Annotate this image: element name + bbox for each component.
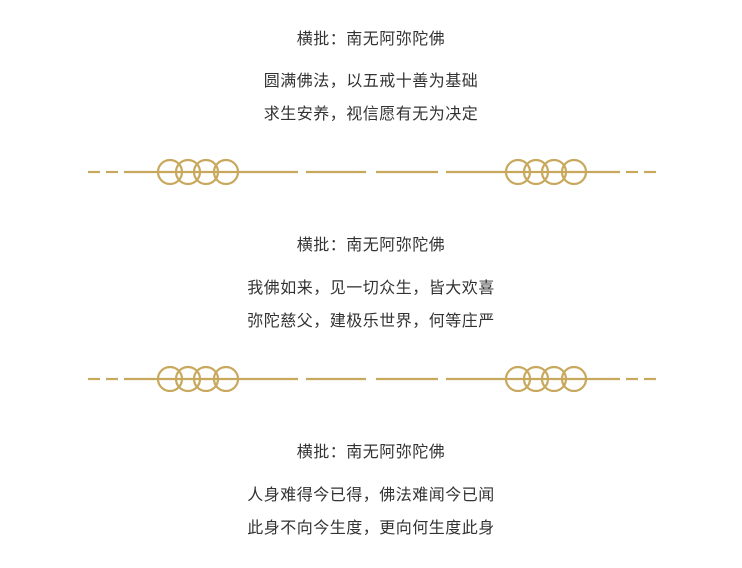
ornamental-divider-2: [84, 362, 660, 396]
ornament-rings-divider-icon: [88, 158, 656, 186]
ornament-rings-divider-icon: [88, 365, 656, 393]
section-1-line-2: 求生安养，视信愿有无为决定: [263, 104, 479, 123]
section-1-line-1: 圆满佛法，以五戒十善为基础: [263, 71, 479, 90]
section-2-line-1: 我佛如来，见一切众生，皆大欢喜: [247, 278, 495, 297]
section-3-line-1: 人身难得今已得，佛法难闻今已闻: [247, 485, 495, 504]
section-2-line-2: 弥陀慈父，建极乐世界，何等庄严: [247, 311, 495, 330]
section-1-heading: 横批：南无阿弥陀佛: [296, 29, 446, 48]
section-3-heading: 横批：南无阿弥陀佛: [296, 442, 446, 461]
ornamental-divider-1: [84, 155, 660, 189]
section-3-line-2: 此身不向今生度，更向何生度此身: [247, 518, 495, 537]
section-2-heading: 横批：南无阿弥陀佛: [296, 235, 446, 254]
